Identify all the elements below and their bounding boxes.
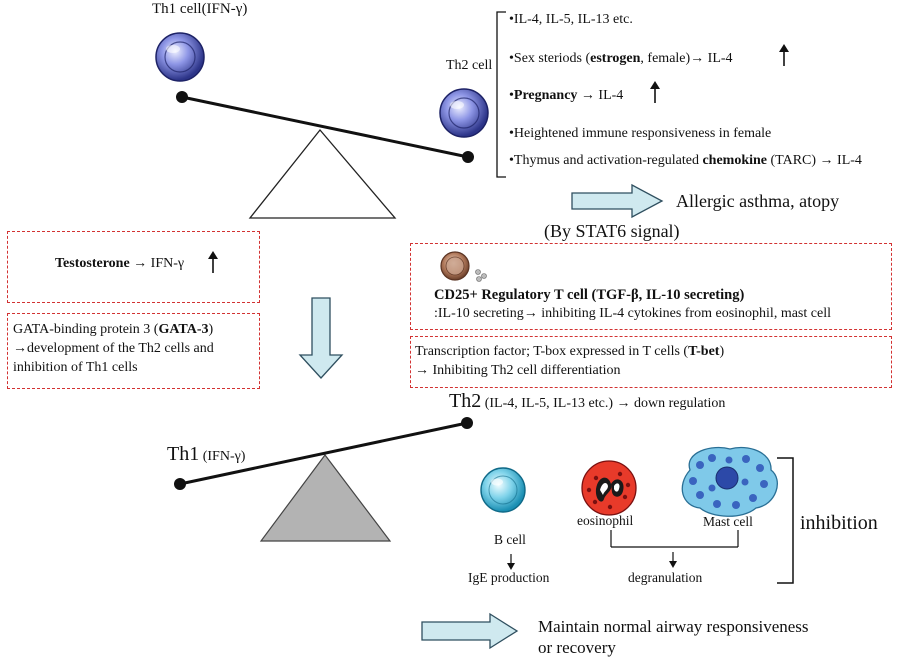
bottom-seesaw-right-end (461, 417, 473, 429)
top-seesaw-left-end (176, 91, 188, 103)
inhibition-label: inhibition (800, 512, 878, 534)
top-seesaw-beam (181, 95, 469, 159)
treg-title: CD25+ Regulatory T cell (TGF-β, IL-10 se… (434, 287, 745, 303)
mast-cell-label: Mast cell (703, 514, 753, 529)
th2-cell-icon (439, 88, 489, 138)
tbet-box (410, 336, 892, 388)
factor-item: •Thymus and activation-regulated chemoki… (509, 153, 862, 168)
bottom-seesaw (174, 417, 473, 542)
factors-bracket (496, 11, 506, 178)
eosinophil-label: eosinophil (577, 513, 634, 528)
factor-item: •Pregnancy → IL-4 (509, 88, 624, 103)
down-block-arrow-icon (298, 297, 344, 379)
top-seesaw-fulcrum (248, 128, 397, 219)
th1-cell-label: Th1 cell(IFN-γ) (152, 1, 248, 17)
stat6-signal-label: (By STAT6 signal) (544, 221, 680, 241)
regulatory-t-cell-icon (440, 251, 487, 282)
arrow-up-icon (650, 81, 660, 103)
tbet-text: Transcription factor; T-box expressed in… (415, 344, 725, 378)
testosterone-text: Testosterone → IFN-γ (55, 256, 185, 271)
final-outcome-text: Maintain normal airway responsiveness or… (538, 617, 809, 657)
eosinophil-icon (581, 460, 637, 516)
arrow-down-icon (507, 554, 515, 570)
b-cell-icon (480, 467, 526, 513)
treg-box (410, 243, 892, 330)
arrow-up-icon (208, 251, 218, 273)
th1-bottom-label: Th1 (IFN-γ) (167, 443, 246, 465)
th1-cell-icon (155, 32, 205, 82)
degranulation-connector (610, 530, 739, 568)
arrow-up-icon (779, 44, 789, 66)
top-seesaw-right-end (462, 151, 474, 163)
inhibition-bracket (777, 457, 794, 584)
testosterone-box (7, 231, 260, 303)
final-block-arrow-icon (421, 612, 519, 650)
ige-production-label: IgE production (468, 570, 550, 585)
th2-downregulation-label: Th2 (IL-4, IL-5, IL-13 etc.) → down regu… (449, 390, 726, 412)
treg-description: :IL-10 secreting→ inhibiting IL-4 cytoki… (434, 306, 831, 321)
bottom-seesaw-beam (179, 421, 468, 486)
right-block-arrow-icon (571, 183, 664, 219)
factor-item: •Sex steriods (estrogen, female)→ IL-4 (509, 51, 733, 66)
b-cell-label: B cell (494, 532, 526, 547)
factor-item: •Heightened immune responsiveness in fem… (509, 126, 772, 141)
mast-cell-icon (681, 446, 778, 517)
gata3-box (7, 313, 260, 389)
factor-item: •IL-4, IL-5, IL-13 etc. (509, 12, 633, 27)
bottom-seesaw-left-end (174, 478, 186, 490)
allergic-outcome-label: Allergic asthma, atopy (676, 191, 840, 211)
th2-cell-label: Th2 cell (446, 58, 493, 73)
gata3-text: GATA-binding protein 3 (GATA-3) →develop… (13, 322, 214, 375)
degranulation-label: degranulation (628, 570, 703, 585)
top-seesaw (176, 91, 474, 219)
bottom-seesaw-fulcrum (259, 453, 392, 542)
